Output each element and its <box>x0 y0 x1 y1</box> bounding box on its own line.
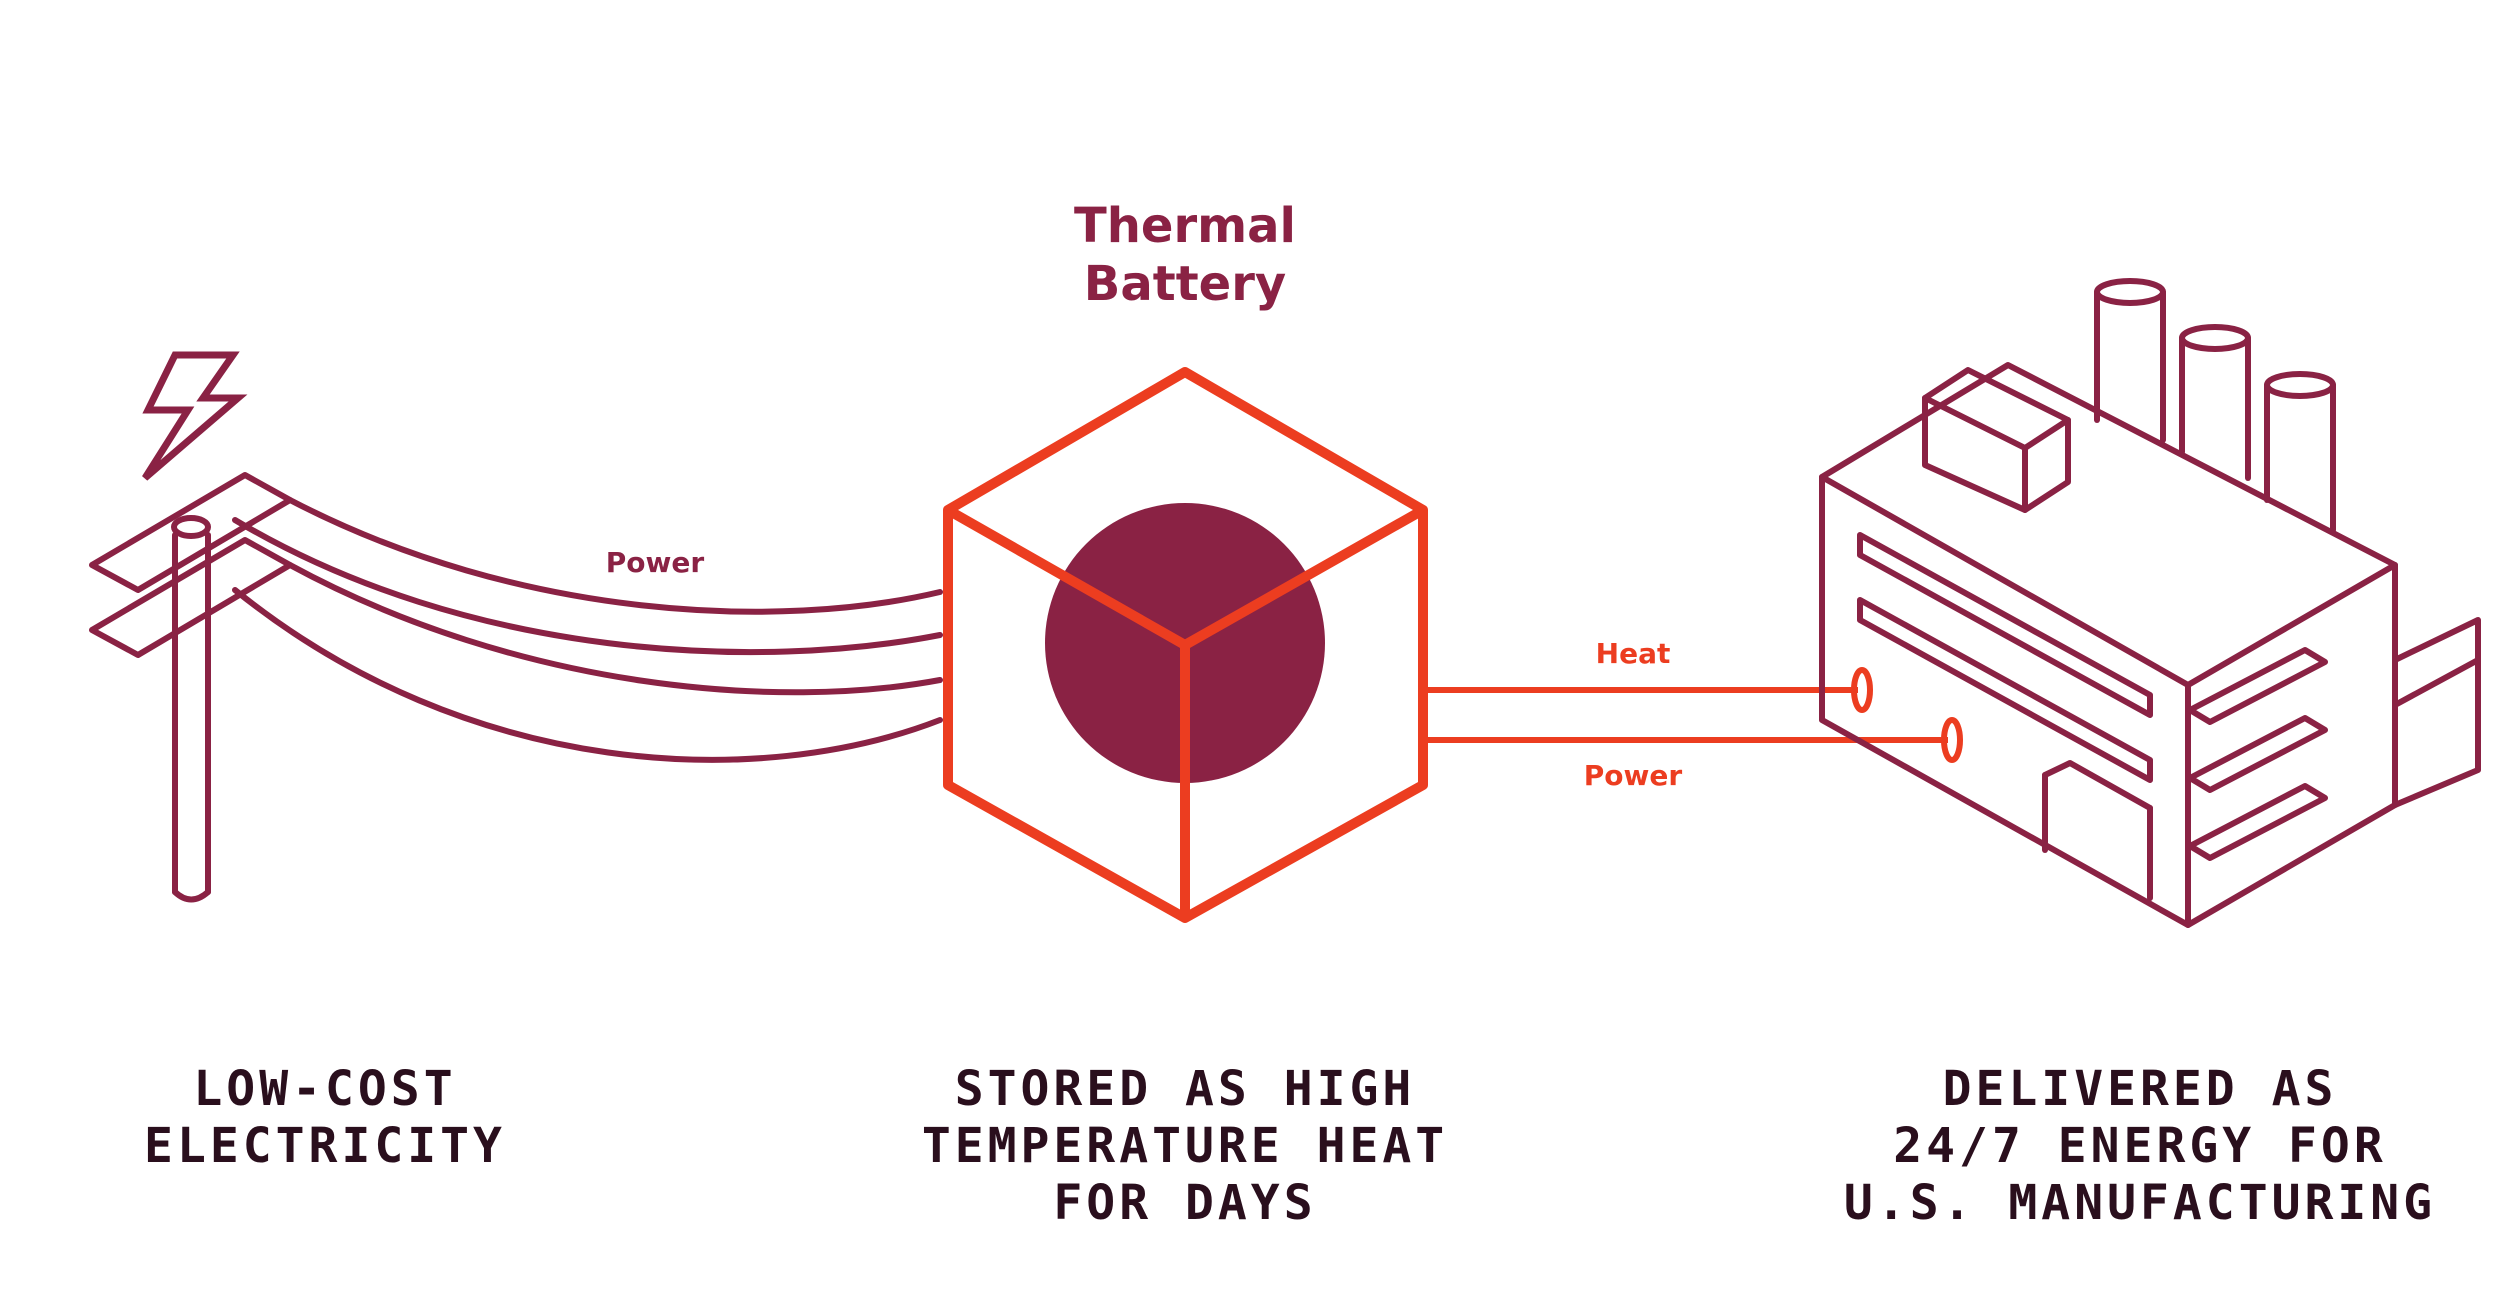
caption-right-line1: DELIVERED AS <box>1943 1061 2338 1117</box>
caption-right-line3: U.S. MANUFACTURING <box>1844 1175 2436 1231</box>
caption-right-line2: 24/7 ENERGY FOR <box>1893 1118 2386 1174</box>
caption-middle-line2: TEMPERATURE HEAT <box>922 1118 1448 1174</box>
heat-inlet <box>1851 667 1873 713</box>
lightning-bolt-icon <box>142 351 248 481</box>
grid-power-label: Power <box>606 546 705 579</box>
caption-left-line2: ELECTRICITY <box>144 1118 506 1174</box>
power-out-label: Power <box>1584 759 1683 792</box>
battery-title-line2: Battery <box>1084 256 1286 312</box>
caption-middle-line1: STORED AS HIGH <box>955 1061 1416 1117</box>
battery-title-line1: Thermal <box>1074 198 1296 254</box>
caption-middle-line3: FOR DAYS <box>1053 1175 1316 1231</box>
caption-middle: STORED AS HIGH TEMPERATURE HEAT FOR DAYS <box>922 1061 1448 1231</box>
heat-label: Heat <box>1596 637 1671 670</box>
power-pole-icon <box>89 472 943 903</box>
caption-right: DELIVERED AS 24/7 ENERGY FOR U.S. MANUFA… <box>1844 1061 2436 1231</box>
output-lines <box>1428 667 1963 763</box>
factory-icon <box>1819 278 2481 928</box>
caption-left-line1: LOW-COST <box>193 1061 456 1117</box>
power-inlet <box>1941 717 1963 763</box>
caption-left: LOW-COST ELECTRICITY <box>144 1061 506 1174</box>
thermal-battery-cube-icon <box>943 367 1428 923</box>
